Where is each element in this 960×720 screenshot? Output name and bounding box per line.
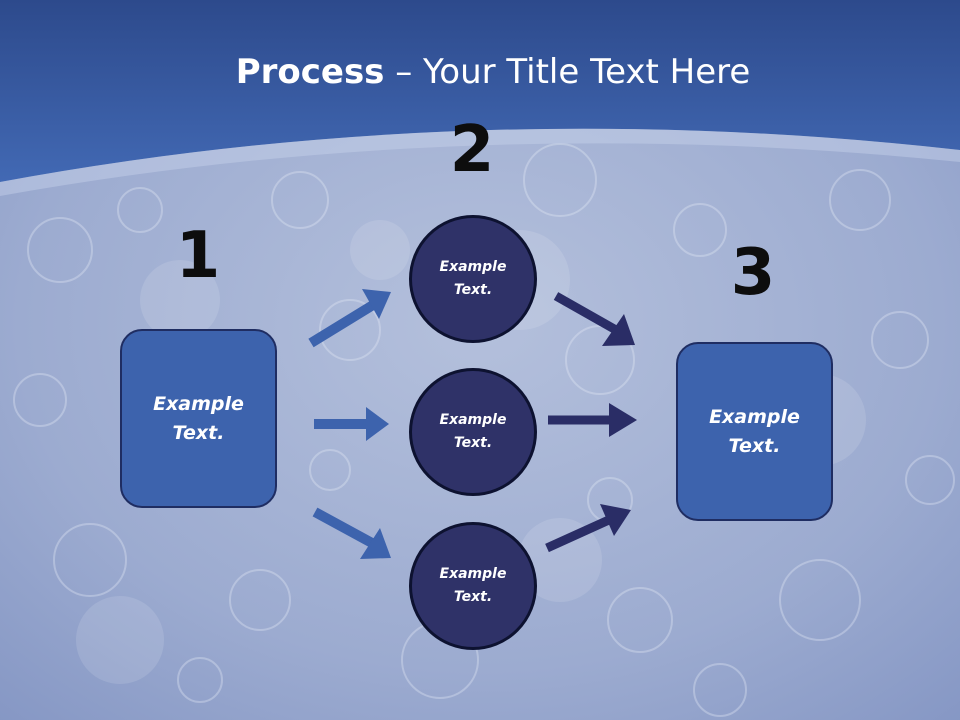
arrow-to-top-circle xyxy=(308,289,391,348)
slide-title: Process – Your Title Text Here xyxy=(0,52,960,92)
arrow-from-bottom-circle xyxy=(545,504,631,553)
right-box-text: Example Text. xyxy=(709,406,800,457)
left-process-box: Example Text. xyxy=(120,329,277,508)
arrow-from-top-circle xyxy=(553,292,635,346)
arrow-from-middle-circle xyxy=(548,403,637,437)
step-number-3: 3 xyxy=(730,236,776,310)
circle-bottom-text: Example Text. xyxy=(439,565,507,605)
step-number-1: 1 xyxy=(175,219,221,293)
title-bold: Process xyxy=(235,52,385,92)
process-circle-middle: Example Text. xyxy=(409,368,537,496)
step-number-2: 2 xyxy=(449,113,495,187)
circle-top-text: Example Text. xyxy=(439,258,507,298)
left-box-text: Example Text. xyxy=(153,393,244,444)
arrow-to-middle-circle xyxy=(314,407,389,441)
arrow-to-bottom-circle xyxy=(312,507,391,559)
right-process-box: Example Text. xyxy=(676,342,833,521)
process-circle-bottom: Example Text. xyxy=(409,522,537,650)
process-circle-top: Example Text. xyxy=(409,215,537,343)
circle-middle-text: Example Text. xyxy=(439,411,507,451)
title-rest: – Your Title Text Here xyxy=(384,52,751,92)
